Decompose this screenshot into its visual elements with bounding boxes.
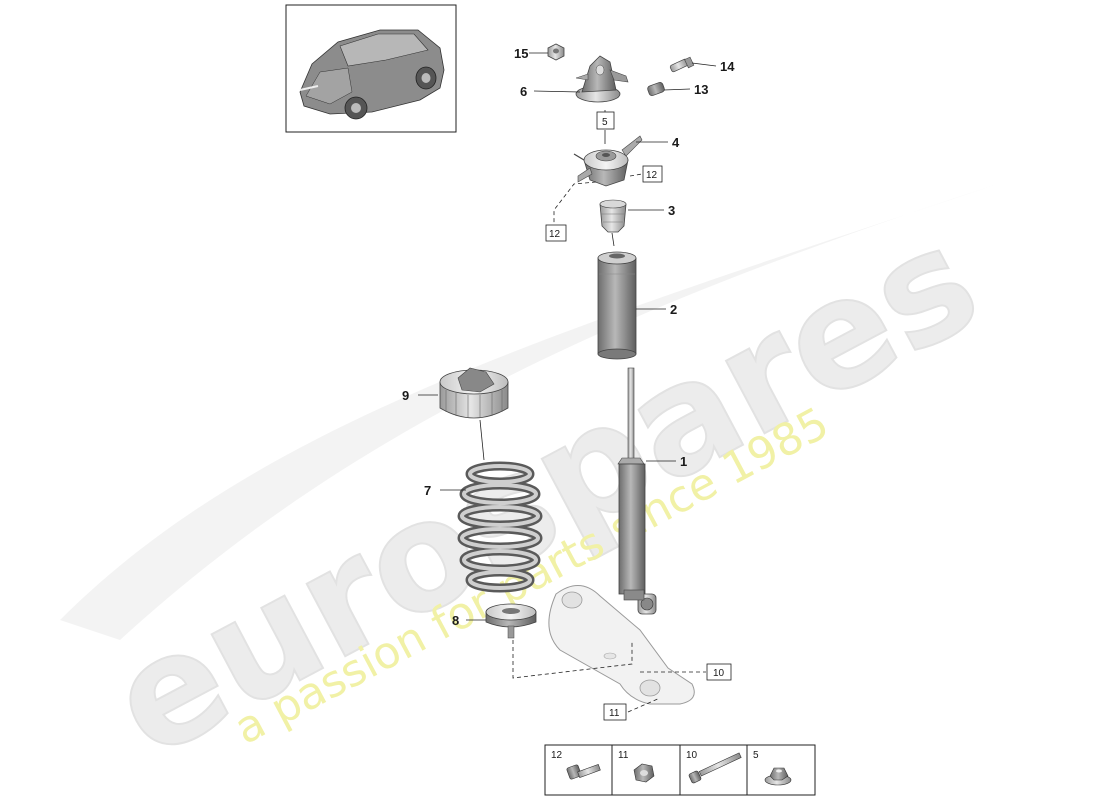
callout-4: 4 — [672, 135, 680, 150]
fastener-legend: 12 11 10 5 — [544, 744, 816, 796]
car-icon — [299, 29, 445, 120]
callout-7: 7 — [424, 483, 431, 498]
assembly-lines — [512, 173, 706, 713]
box-ref-11-frame — [603, 703, 627, 721]
callout-15: 15 — [514, 46, 528, 61]
box-ref-11: 11 — [609, 708, 620, 719]
lower-control-arm — [548, 585, 695, 705]
legend-label-11: 11 — [618, 750, 629, 761]
callout-3: 3 — [668, 203, 675, 218]
watermark-swoosh — [60, 180, 1010, 640]
callout-9: 9 — [402, 388, 409, 403]
long-bolt-icon — [688, 752, 742, 784]
callout-8: 8 — [452, 613, 459, 628]
part-8-lower-spring-seat — [485, 603, 537, 639]
callout-13: 13 — [694, 82, 708, 97]
part-4-upper-mount — [573, 135, 643, 187]
legend-label-12: 12 — [551, 750, 563, 761]
part-15-nut — [547, 43, 565, 61]
boxed-references: 5 12 12 10 11 — [545, 111, 732, 721]
callout-labels: 15 6 14 13 4 3 2 9 1 7 8 — [402, 46, 735, 628]
part-1-shock-absorber — [617, 367, 657, 615]
part-9-spring-support — [439, 367, 509, 419]
leader-lines — [418, 52, 717, 621]
part-6-top-mount-bracket — [575, 55, 629, 103]
part-3-bump-stop — [599, 199, 627, 233]
box-ref-10: 10 — [713, 668, 725, 679]
callout-6: 6 — [520, 84, 527, 99]
box-ref-5: 5 — [602, 117, 608, 128]
bolt-icon — [566, 764, 601, 780]
box-ref-12b: 12 — [549, 229, 561, 240]
callout-1: 1 — [680, 454, 687, 469]
callout-14: 14 — [720, 59, 735, 74]
box-ref-5-frame — [596, 111, 615, 130]
vehicle-thumbnail — [285, 4, 457, 133]
callout-2: 2 — [670, 302, 677, 317]
part-13-connector — [647, 82, 665, 96]
flange-nut-icon — [764, 767, 792, 786]
watermark: eurospares a passion for parts since 198… — [60, 180, 1010, 793]
part-2-dust-boot — [597, 251, 637, 360]
box-ref-12b-frame — [545, 224, 567, 242]
nut-icon — [633, 763, 655, 783]
box-ref-10-frame — [706, 663, 732, 681]
box-ref-12a: 12 — [646, 170, 658, 181]
part-14-sensor — [669, 56, 695, 73]
box-ref-12a-frame — [642, 165, 663, 183]
legend-label-5: 5 — [753, 750, 759, 761]
legend-label-10: 10 — [686, 750, 698, 761]
